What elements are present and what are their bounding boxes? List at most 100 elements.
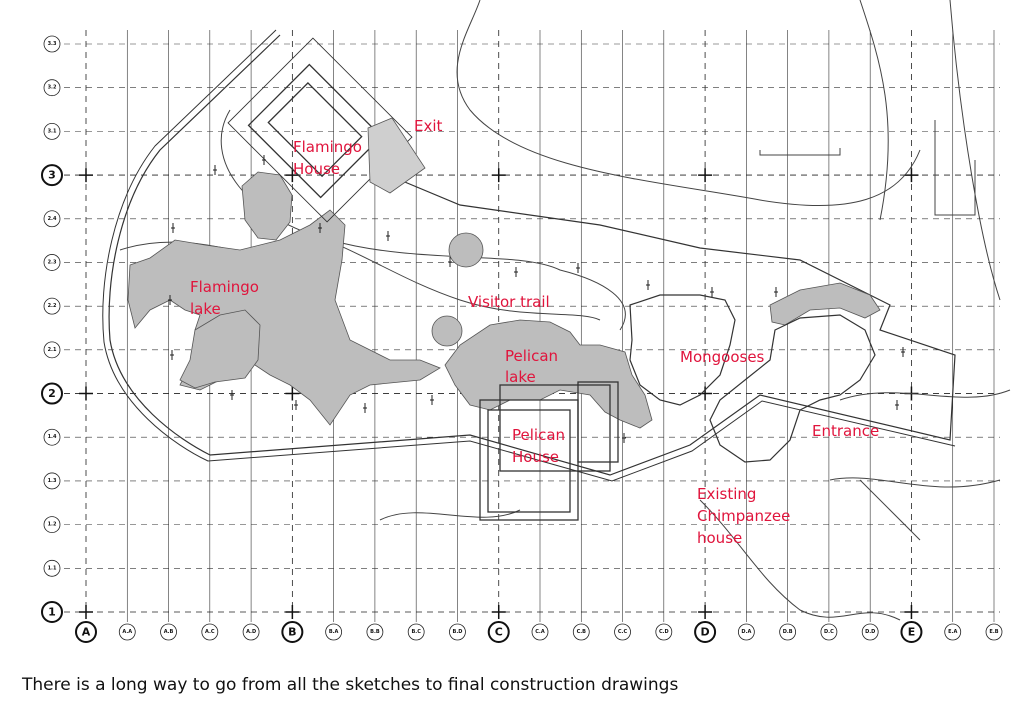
svg-text:A.A: A.A [122, 629, 132, 635]
svg-text:C.B: C.B [577, 629, 587, 635]
caption: There is a long way to go from all the s… [22, 675, 679, 695]
pelican-lake [444, 319, 653, 429]
flamingo-lake [127, 171, 484, 426]
svg-text:C.C: C.C [618, 629, 628, 635]
svg-text:D.B: D.B [783, 629, 793, 635]
row-bubble: 1.2 [43, 516, 61, 534]
row-bubble: 1.3 [43, 472, 61, 490]
column-bubble: C.A [531, 623, 549, 641]
grid-intersection-cross [491, 605, 506, 619]
row-bubble: 2.2 [43, 297, 61, 315]
row-bubble: 3.2 [43, 79, 61, 97]
grid-intersection-cross [285, 605, 300, 619]
lamp-post-marker [514, 267, 518, 277]
lamp-post-marker [448, 257, 452, 267]
lamp-post-marker [294, 400, 298, 410]
grid-intersection-cross [698, 605, 713, 619]
label-flamingo-lake-line2: lake [190, 300, 221, 318]
svg-text:C.D: C.D [659, 629, 669, 635]
column-bubble: A.C [201, 623, 219, 641]
column-bubble: C.C [614, 623, 631, 641]
label-pelican-house-line1: Pelican [512, 426, 565, 444]
grid-intersection-cross [904, 168, 919, 183]
row-bubble: 1.1 [43, 559, 61, 577]
svg-text:E.A: E.A [948, 629, 957, 635]
svg-text:A.C: A.C [205, 629, 215, 635]
svg-text:C.A: C.A [535, 629, 545, 635]
label-flamingo-house-line1: Flamingo [293, 138, 362, 156]
grid-intersection-cross [79, 168, 93, 183]
svg-text:3: 3 [48, 169, 56, 182]
svg-text:1.3: 1.3 [48, 478, 57, 484]
lamp-post-marker [576, 263, 580, 273]
svg-text:A.D: A.D [246, 629, 256, 635]
column-bubble: A.D [242, 623, 260, 641]
lamp-post-marker [895, 400, 899, 410]
row-bubble: 3.3 [43, 35, 61, 53]
svg-text:1.2: 1.2 [48, 522, 57, 528]
pelican-house [479, 381, 619, 521]
label-pelican-lake-line2: lake [505, 368, 536, 386]
grid-intersection-cross [79, 386, 93, 401]
column-bubble: D.A [737, 623, 755, 641]
svg-text:B.C: B.C [411, 629, 421, 635]
mongoose-enclosure [629, 282, 881, 463]
label-pelican-house-line2: House [512, 448, 559, 466]
label-chimp-line1: Existing [697, 485, 756, 503]
svg-text:1.1: 1.1 [48, 565, 57, 571]
svg-text:3.2: 3.2 [48, 85, 57, 91]
column-bubble: C.D [655, 623, 673, 641]
label-flamingo-lake-line1: Flamingo [190, 278, 259, 296]
svg-text:2.3: 2.3 [48, 259, 57, 265]
lamp-post-marker [901, 347, 905, 357]
site-boundary [102, 29, 956, 482]
column-bubble: B.C [407, 623, 425, 641]
column-bubble: C.B [572, 623, 590, 641]
row-bubble: 2.1 [43, 341, 61, 359]
svg-text:1.4: 1.4 [48, 434, 57, 440]
svg-text:B: B [288, 626, 296, 639]
column-bubble: D [694, 621, 717, 643]
label-flamingo-house-line2: House [293, 160, 340, 178]
lamp-post-marker [386, 231, 390, 241]
label-chimp-line2: Chimpanzee [697, 507, 790, 525]
lamp-post-marker [168, 295, 172, 305]
lamp-post-marker [363, 403, 367, 413]
lamp-post-marker [170, 350, 174, 360]
grid-intersection-cross [491, 168, 506, 183]
lamp-post-marker [774, 287, 778, 297]
lamp-post-marker [710, 287, 714, 297]
row-bubble: 1 [41, 601, 63, 623]
svg-text:1: 1 [48, 606, 56, 619]
row-bubble: 2.4 [43, 210, 61, 228]
grid-intersection-cross [698, 386, 713, 401]
column-bubble: B.A [325, 623, 343, 641]
column-bubble: D.C [820, 623, 838, 641]
row-bubble: 2 [41, 382, 63, 405]
column-bubble: E.B [985, 623, 1003, 641]
svg-text:E: E [908, 626, 916, 639]
svg-text:2.1: 2.1 [48, 347, 57, 353]
svg-text:3.3: 3.3 [48, 41, 57, 47]
svg-text:2.4: 2.4 [48, 216, 57, 222]
column-bubble: C [487, 621, 510, 643]
svg-text:E.B: E.B [989, 629, 998, 635]
column-bubble: A [75, 621, 97, 643]
column-bubble: E [900, 621, 923, 643]
column-bubble: B [281, 621, 304, 643]
label-pelican-lake-line1: Pelican [505, 347, 558, 365]
svg-text:2: 2 [48, 387, 56, 400]
row-bubble: 3 [41, 164, 63, 187]
svg-text:B.B: B.B [370, 629, 380, 635]
column-bubble: D.B [779, 623, 797, 641]
row-bubble: 2.3 [43, 254, 61, 271]
svg-text:B.D: B.D [453, 629, 463, 635]
svg-text:A: A [82, 626, 91, 639]
lamp-post-marker [646, 280, 650, 290]
flamingo-house [227, 37, 426, 223]
svg-text:D.D: D.D [865, 629, 875, 635]
lamp-post-marker [213, 165, 217, 175]
plan-annotations: Exit Flamingo House Flamingo lake Visito… [190, 117, 879, 547]
label-mongooses: Mongooses [680, 348, 765, 366]
